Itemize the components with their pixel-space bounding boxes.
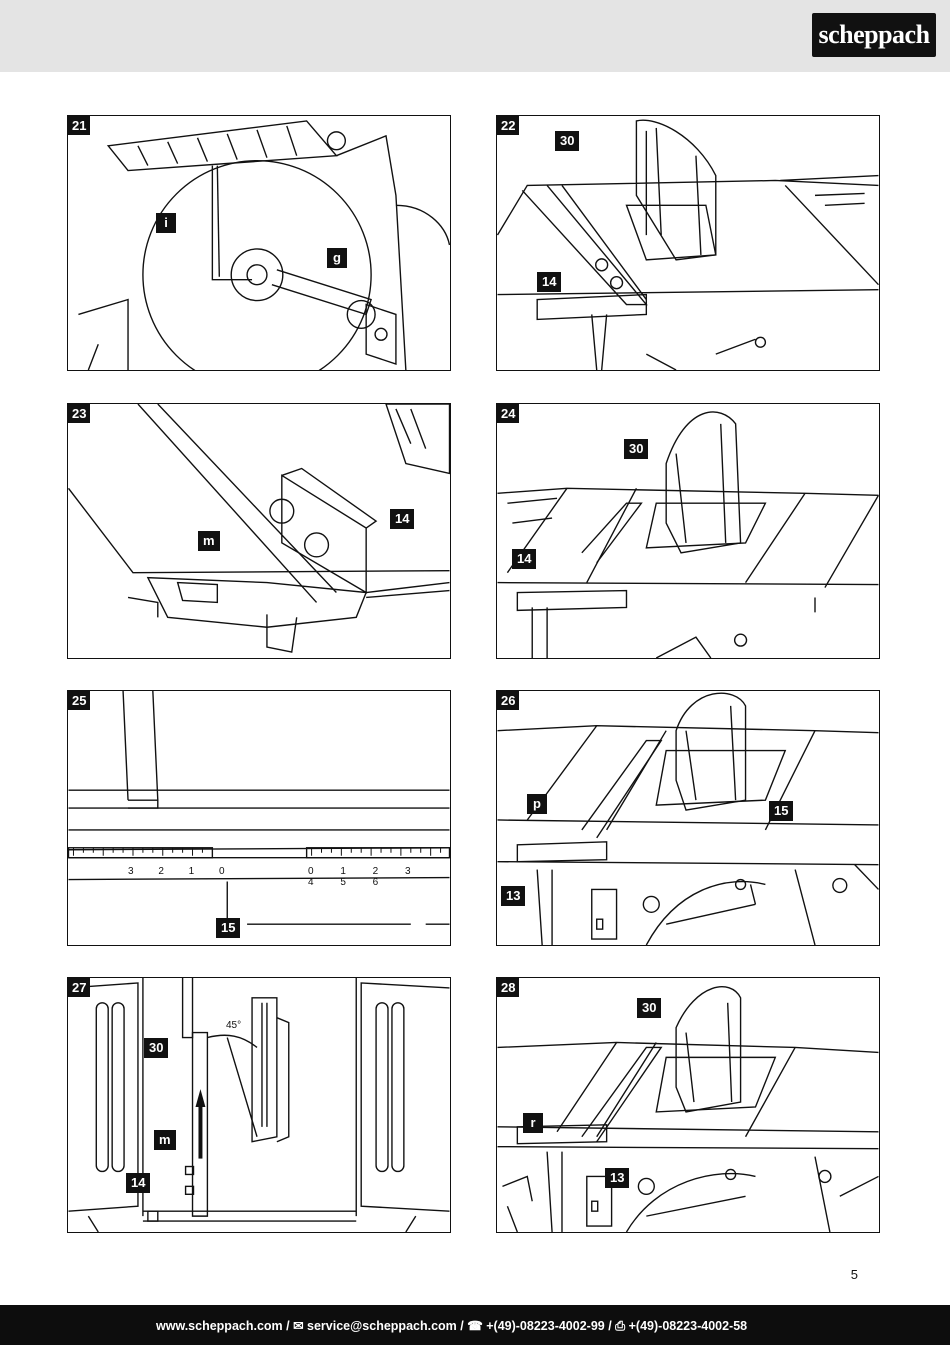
label-15: 15	[216, 918, 241, 938]
figure-26: 26 p 15 13	[496, 690, 880, 946]
label-14: 14	[390, 509, 415, 529]
figure-number: 23	[68, 404, 91, 423]
figure-23-drawing	[68, 404, 450, 653]
label-m: m	[154, 1130, 176, 1150]
label-p: p	[527, 794, 547, 814]
label-15: 15	[769, 801, 794, 821]
brand-logo: scheppach	[812, 13, 936, 57]
footer-contact: www.scheppach.com / ✉ service@scheppach.…	[156, 1319, 748, 1333]
page-header: scheppach	[0, 0, 950, 72]
figure-25-drawing	[68, 691, 450, 925]
label-30: 30	[555, 131, 580, 151]
label-30: 30	[637, 998, 662, 1018]
figure-number: 22	[497, 116, 520, 135]
figure-number: 21	[68, 116, 91, 135]
label-g: g	[327, 248, 347, 268]
label-30: 30	[624, 439, 649, 459]
figure-22: 22 30 14	[496, 115, 880, 371]
figure-number: 25	[68, 691, 91, 710]
figure-21: 21 i g	[67, 115, 451, 371]
figure-number: 27	[68, 978, 91, 997]
figure-22-drawing	[497, 119, 879, 370]
figure-23: 23 14 m	[67, 403, 451, 659]
label-30: 30	[144, 1038, 169, 1058]
scale-right-numbers: 0 1 2 3 4 5 6	[308, 866, 423, 888]
label-13: 13	[501, 886, 526, 906]
figure-21-drawing	[78, 120, 450, 370]
label-i: i	[156, 213, 176, 233]
label-14: 14	[537, 272, 562, 292]
page-number: 5	[850, 1267, 858, 1282]
scale-left-numbers: 3 2 1 0	[128, 866, 236, 877]
angle-label: 45°	[226, 1020, 242, 1031]
label-14: 14	[126, 1173, 151, 1193]
figure-27-drawing	[68, 978, 450, 1232]
figure-number: 24	[497, 404, 520, 423]
label-m: m	[198, 531, 220, 551]
figure-25: 25 3 2 1 0 0 1 2 3 4 5 6 15	[67, 690, 451, 946]
label-r: r	[523, 1113, 543, 1133]
label-13: 13	[605, 1168, 630, 1188]
figure-28: 28 30 r 13	[496, 977, 880, 1233]
figure-28-drawing	[497, 986, 879, 1232]
page-footer: www.scheppach.com / ✉ service@scheppach.…	[0, 1305, 950, 1345]
figure-number: 26	[497, 691, 520, 710]
figure-24-drawing	[497, 411, 879, 658]
figure-24: 24 30 14	[496, 403, 880, 659]
figure-number: 28	[497, 978, 520, 997]
figure-27: 27 45° 30 m 14	[67, 977, 451, 1233]
label-14: 14	[512, 549, 537, 569]
figure-26-drawing	[497, 692, 879, 945]
